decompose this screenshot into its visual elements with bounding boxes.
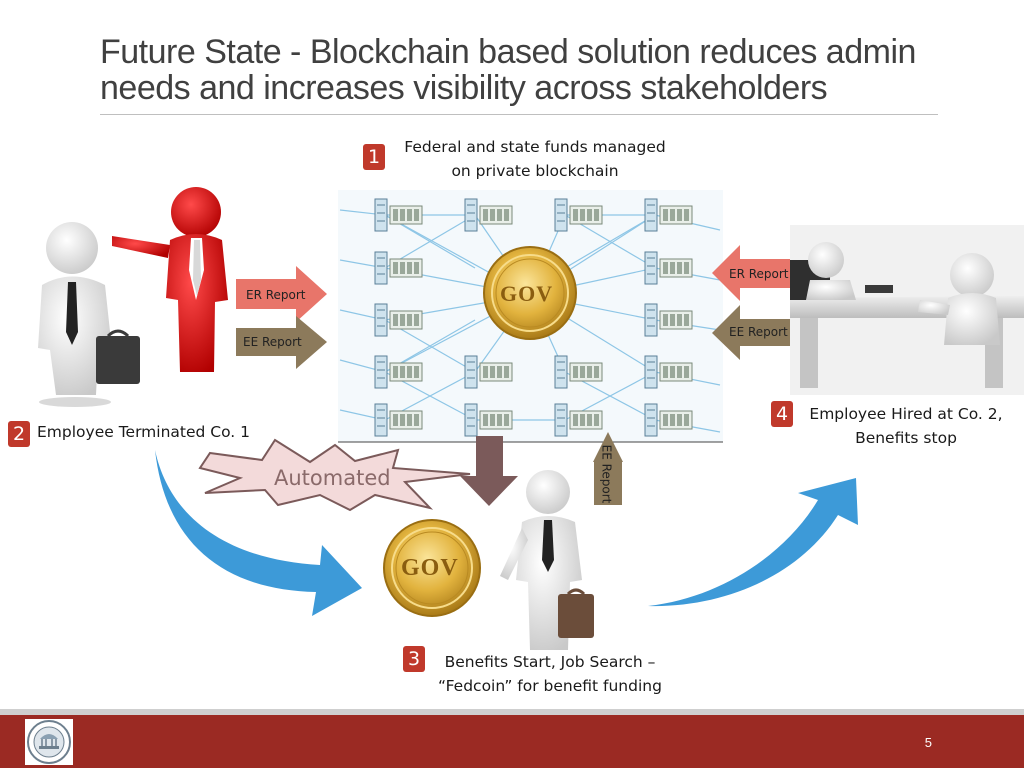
server-node-icon [374,403,423,437]
flow-arrow-right [648,478,858,607]
boss-figure [112,187,228,372]
step-3-line-2: “Fedcoin” for benefit funding [438,677,662,695]
step-3-text: Benefits Start, Job Search – “Fedcoin” f… [410,650,690,698]
server-node-icon [644,251,693,285]
server-node-icon [554,198,603,232]
step-2-text: Employee Terminated Co. 1 [37,423,251,441]
ee-report-right-label: EE Report [729,325,788,339]
page-number: 5 [924,735,932,750]
ee-report-arrow-left [236,316,327,369]
step-4-line-2: Benefits stop [855,429,957,447]
ee-report-arrow-up [593,432,623,505]
seal-icon [27,720,71,764]
server-node-icon [644,303,693,337]
step-1-line-1: Federal and state funds managed [404,138,666,156]
server-node-icon [554,403,603,437]
server-node-icon [554,355,603,389]
er-report-right-label: ER Report [729,267,789,281]
job-seeker-figure [500,470,594,650]
step-4-line-1: Employee Hired at Co. 2, [809,405,1003,423]
server-node-icon [374,355,423,389]
er-report-arrow-left [236,266,327,322]
automated-label: Automated [274,466,391,490]
gov-coin-bottom [383,519,481,617]
step-4-text: Employee Hired at Co. 2, Benefits stop [800,402,1012,450]
step-3-badge: 3 [403,646,425,672]
slide-title: Future State - Blockchain based solution… [100,34,980,106]
gov-coin-bottom-text: GOV [401,555,459,581]
seal-logo [25,719,73,765]
server-node-icon [464,355,513,389]
gov-coin-top-text: GOV [500,281,554,306]
flow-arrow-left [155,450,362,616]
automated-burst [198,438,471,512]
hiring-office-scene [790,225,1024,395]
step-1-line-2: on private blockchain [451,162,619,180]
step-1-badge: 1 [363,144,385,170]
terminated-employee-figure [38,222,140,407]
server-nodes [374,198,693,437]
step-4-badge: 4 [771,401,793,427]
er-report-left-label: ER Report [246,288,306,302]
ee-report-arrow-right [712,305,790,360]
server-node-icon [374,198,423,232]
ee-report-bottom-label: EE Report [599,444,614,504]
step-3-line-1: Benefits Start, Job Search – [444,653,656,671]
blockchain-network [338,190,723,443]
footer-bar [0,715,1024,768]
slide-title-line-1: Future State - Blockchain based solution… [100,33,916,71]
server-node-icon [374,251,423,285]
server-node-icon [644,198,693,232]
slide-title-line-2: needs and increases visibility across st… [100,69,828,107]
down-arrow [460,436,518,506]
footer-divider [0,709,1024,715]
title-divider [100,114,938,115]
gov-coin-top [483,246,577,340]
step-1-text: Federal and state funds managed on priva… [390,135,680,183]
er-report-arrow-right [712,245,790,301]
server-node-icon [374,303,423,337]
server-node-icon [464,403,513,437]
step-2-badge: 2 [8,421,30,447]
server-node-icon [644,403,693,437]
server-node-icon [464,198,513,232]
server-node-icon [644,355,693,389]
ee-report-left-label: EE Report [243,335,302,349]
